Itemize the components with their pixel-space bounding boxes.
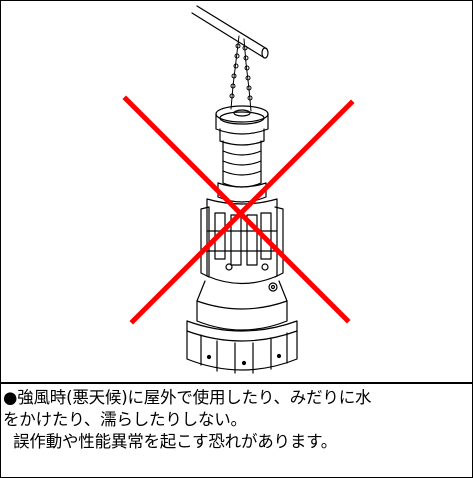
lantern-lower-housing [186,280,298,374]
lantern-top-cap [215,105,269,146]
hanging-chain [229,35,253,112]
prohibited-usage-illustration [122,5,355,374]
caption-line-3: 誤作動や性能異常を起こす恐れがあります。 [3,432,338,451]
prohibition-cross-icon [122,95,355,325]
hanging-bar [191,5,269,59]
warning-caption: ●強風時(悪天候)に屋外で使用したり、みだりに水 をかけたり、濡らしたりしない。… [3,387,471,453]
caption-line-2: をかけたり、濡らしたりしない。 [3,410,247,429]
divider [1,382,472,384]
caption-line-1: ●強風時(悪天候)に屋外で使用したり、みだりに水 [3,388,372,407]
